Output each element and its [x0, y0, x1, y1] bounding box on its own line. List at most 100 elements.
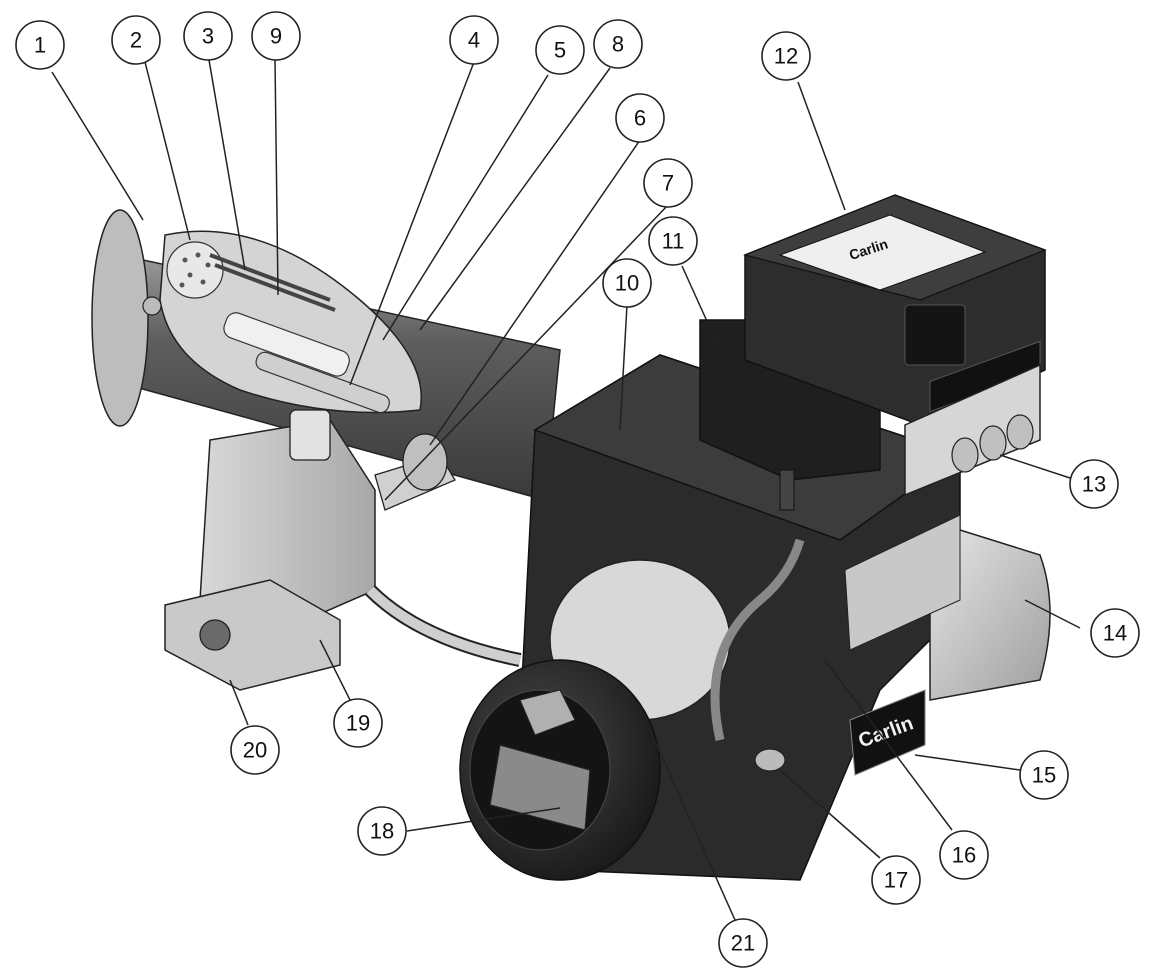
set-screw: [142, 296, 162, 316]
callout-label-17: 17: [884, 868, 908, 893]
leader-19: [319, 639, 351, 701]
leader-16: [824, 659, 953, 831]
callout-circle-12: [761, 31, 811, 81]
callout-label-4: 4: [468, 28, 480, 53]
callout-19: 19: [333, 698, 383, 748]
cutaway-window: [159, 230, 422, 414]
flex-tube: [365, 585, 522, 667]
callout-circle-9: [251, 11, 301, 61]
leader-15: [914, 754, 1021, 771]
leader-17: [779, 769, 881, 859]
callout-6: 6: [615, 93, 665, 143]
callout-label-14: 14: [1103, 621, 1127, 646]
callout-circle-13: [1069, 459, 1119, 509]
diffuser-holes: [179, 252, 211, 288]
leader-8: [419, 67, 611, 331]
leader-20: [229, 679, 249, 726]
ignitor-terminal: [779, 469, 795, 511]
callout-circle-2: [111, 15, 161, 65]
callout-circle-19: [333, 698, 383, 748]
leader-1: [51, 71, 144, 221]
callout-1: 1: [15, 20, 65, 70]
nozzle-assembly: [223, 312, 350, 377]
callout-circle-16: [939, 830, 989, 880]
callout-circle-21: [718, 918, 768, 968]
callout-label-5: 5: [554, 38, 566, 63]
leader-11: [681, 265, 721, 351]
callout-circle-8: [593, 19, 643, 69]
burner-illustration: Carlin Carlin: [91, 194, 1051, 881]
leader-lines: [51, 59, 1081, 921]
callout-label-9: 9: [270, 24, 282, 49]
leader-7: [384, 204, 669, 501]
leader-2: [144, 61, 191, 241]
junction-box: [904, 363, 1041, 497]
conduit-knockouts: [951, 414, 1034, 473]
leader-13: [999, 454, 1071, 479]
callout-8: 8: [593, 19, 643, 69]
control-label: [778, 214, 987, 291]
leader-4: [349, 61, 475, 386]
rating-label: [844, 514, 961, 651]
callout-9: 9: [251, 11, 301, 61]
callout-circle-7: [643, 158, 693, 208]
leader-21: [649, 729, 736, 921]
callout-label-19: 19: [346, 711, 370, 736]
callout-circle-20: [230, 725, 280, 775]
callout-15: 15: [1019, 750, 1069, 800]
callout-16: 16: [939, 830, 989, 880]
gas-valve-manifold: [164, 579, 341, 691]
callout-circle-10: [602, 258, 652, 308]
callout-label-2: 2: [130, 28, 142, 53]
gas-valve-top: [289, 409, 331, 461]
callout-10: 10: [602, 258, 652, 308]
mounting-tab: [754, 748, 786, 772]
leader-12: [797, 81, 846, 211]
leader-5: [382, 74, 549, 341]
callout-18: 18: [357, 806, 407, 856]
leader-6: [429, 139, 641, 446]
callout-2: 2: [111, 15, 161, 65]
callout-circle-18: [357, 806, 407, 856]
leader-18: [406, 807, 561, 832]
callout-17: 17: [871, 855, 921, 905]
callout-circle-4: [449, 15, 499, 65]
callout-21: 21: [718, 918, 768, 968]
air-shutter: [489, 744, 591, 831]
callout-circle-15: [1019, 750, 1069, 800]
callout-circle-14: [1090, 608, 1140, 658]
callout-3: 3: [183, 11, 233, 61]
callout-label-15: 15: [1032, 763, 1056, 788]
air-tube-opening: [91, 209, 149, 427]
callout-label-12: 12: [774, 44, 798, 69]
gas-pipe-fitting: [402, 433, 448, 491]
callout-label-13: 13: [1082, 472, 1106, 497]
callout-label-10: 10: [615, 271, 639, 296]
air-adjustment-plate: [519, 689, 576, 736]
callout-14: 14: [1090, 608, 1140, 658]
callout-label-16: 16: [952, 843, 976, 868]
motor-wire: [710, 538, 805, 741]
body-logo-badge: [849, 689, 926, 776]
callout-4: 4: [449, 15, 499, 65]
callout-circle-6: [615, 93, 665, 143]
gas-inlet-port: [199, 619, 231, 651]
control-display: [904, 304, 966, 366]
diffuser-plate: [166, 241, 224, 299]
callout-5: 5: [535, 25, 585, 75]
leader-14: [1024, 599, 1081, 629]
callout-circle-3: [183, 11, 233, 61]
callout-label-11: 11: [662, 229, 685, 254]
callout-20: 20: [230, 725, 280, 775]
callout-label-7: 7: [662, 171, 674, 196]
callout-circle-5: [535, 25, 585, 75]
callout-circle-11: [648, 216, 698, 266]
callout-label-6: 6: [634, 106, 646, 131]
electrodes: [209, 253, 336, 312]
leader-3: [208, 59, 246, 271]
gas-tube: [255, 351, 390, 414]
callout-circle-17: [871, 855, 921, 905]
callout-label-18: 18: [370, 819, 394, 844]
leader-9: [274, 59, 279, 296]
